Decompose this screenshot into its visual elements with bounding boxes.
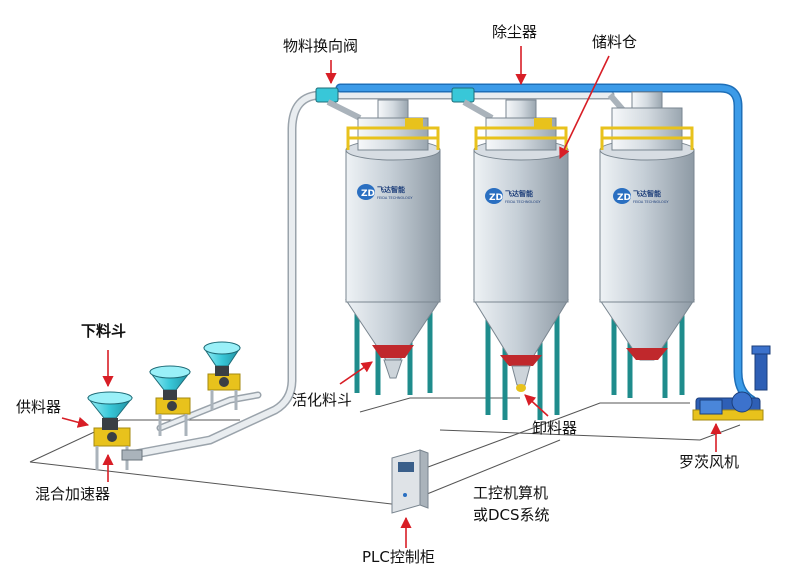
feeder-set-3 bbox=[203, 341, 241, 410]
brand-name-cn-3: 飞达智能 bbox=[633, 189, 661, 198]
feida-logo-1: ZD 飞达智能 FEIDA TECHNOLOGY bbox=[357, 184, 413, 200]
brand-name-en-3: FEIDA TECHNOLOGY bbox=[633, 200, 669, 204]
grey-conveying-pipes bbox=[125, 90, 615, 460]
feeder-set-1 bbox=[86, 391, 143, 470]
brand-name-cn-1: 飞达智能 bbox=[377, 185, 405, 194]
storage-silo-label: 储料仓 bbox=[592, 33, 638, 51]
storage-silo-2: ZD 飞达智能 FEIDA TECHNOLOGY bbox=[473, 99, 569, 420]
svg-text:ZD: ZD bbox=[489, 193, 503, 203]
activation-hopper-label: 活化料斗 bbox=[292, 391, 353, 409]
dust-collector-label: 除尘器 bbox=[492, 23, 538, 41]
brand-name-cn-2: 飞达智能 bbox=[505, 189, 533, 198]
hopper-label: 下料斗 bbox=[81, 322, 127, 340]
feida-logo-3: ZD 飞达智能 FEIDA TECHNOLOGY bbox=[613, 188, 669, 204]
mixing-accelerator-label: 混合加速器 bbox=[35, 485, 111, 503]
brand-name-en-2: FEIDA TECHNOLOGY bbox=[505, 200, 541, 204]
ipc-label-line2: 或DCS系统 bbox=[473, 506, 550, 524]
diverter-valve-label: 物料换向阀 bbox=[283, 37, 359, 55]
pointer-arrows bbox=[61, 46, 722, 548]
svg-text:ZD: ZD bbox=[361, 189, 375, 199]
ipc-label-line1: 工控机算机 bbox=[473, 484, 549, 502]
storage-silo-3: ZD 飞达智能 FEIDA TECHNOLOGY bbox=[599, 91, 695, 398]
feeder-label: 供料器 bbox=[16, 398, 62, 416]
plc-cabinet bbox=[391, 449, 429, 514]
feida-logo-2: ZD 飞达智能 FEIDA TECHNOLOGY bbox=[485, 188, 541, 204]
brand-name-en-1: FEIDA TECHNOLOGY bbox=[377, 196, 413, 200]
feeder-set-2 bbox=[148, 365, 192, 436]
svg-text:ZD: ZD bbox=[617, 193, 631, 203]
roots-blower bbox=[692, 345, 771, 421]
storage-silo-1: ZD 飞达智能 FEIDA TECHNOLOGY bbox=[345, 99, 441, 395]
plc-cabinet-label: PLC控制柜 bbox=[362, 548, 435, 566]
unloader-label: 卸料器 bbox=[532, 419, 578, 437]
roots-blower-label: 罗茨风机 bbox=[679, 453, 740, 471]
